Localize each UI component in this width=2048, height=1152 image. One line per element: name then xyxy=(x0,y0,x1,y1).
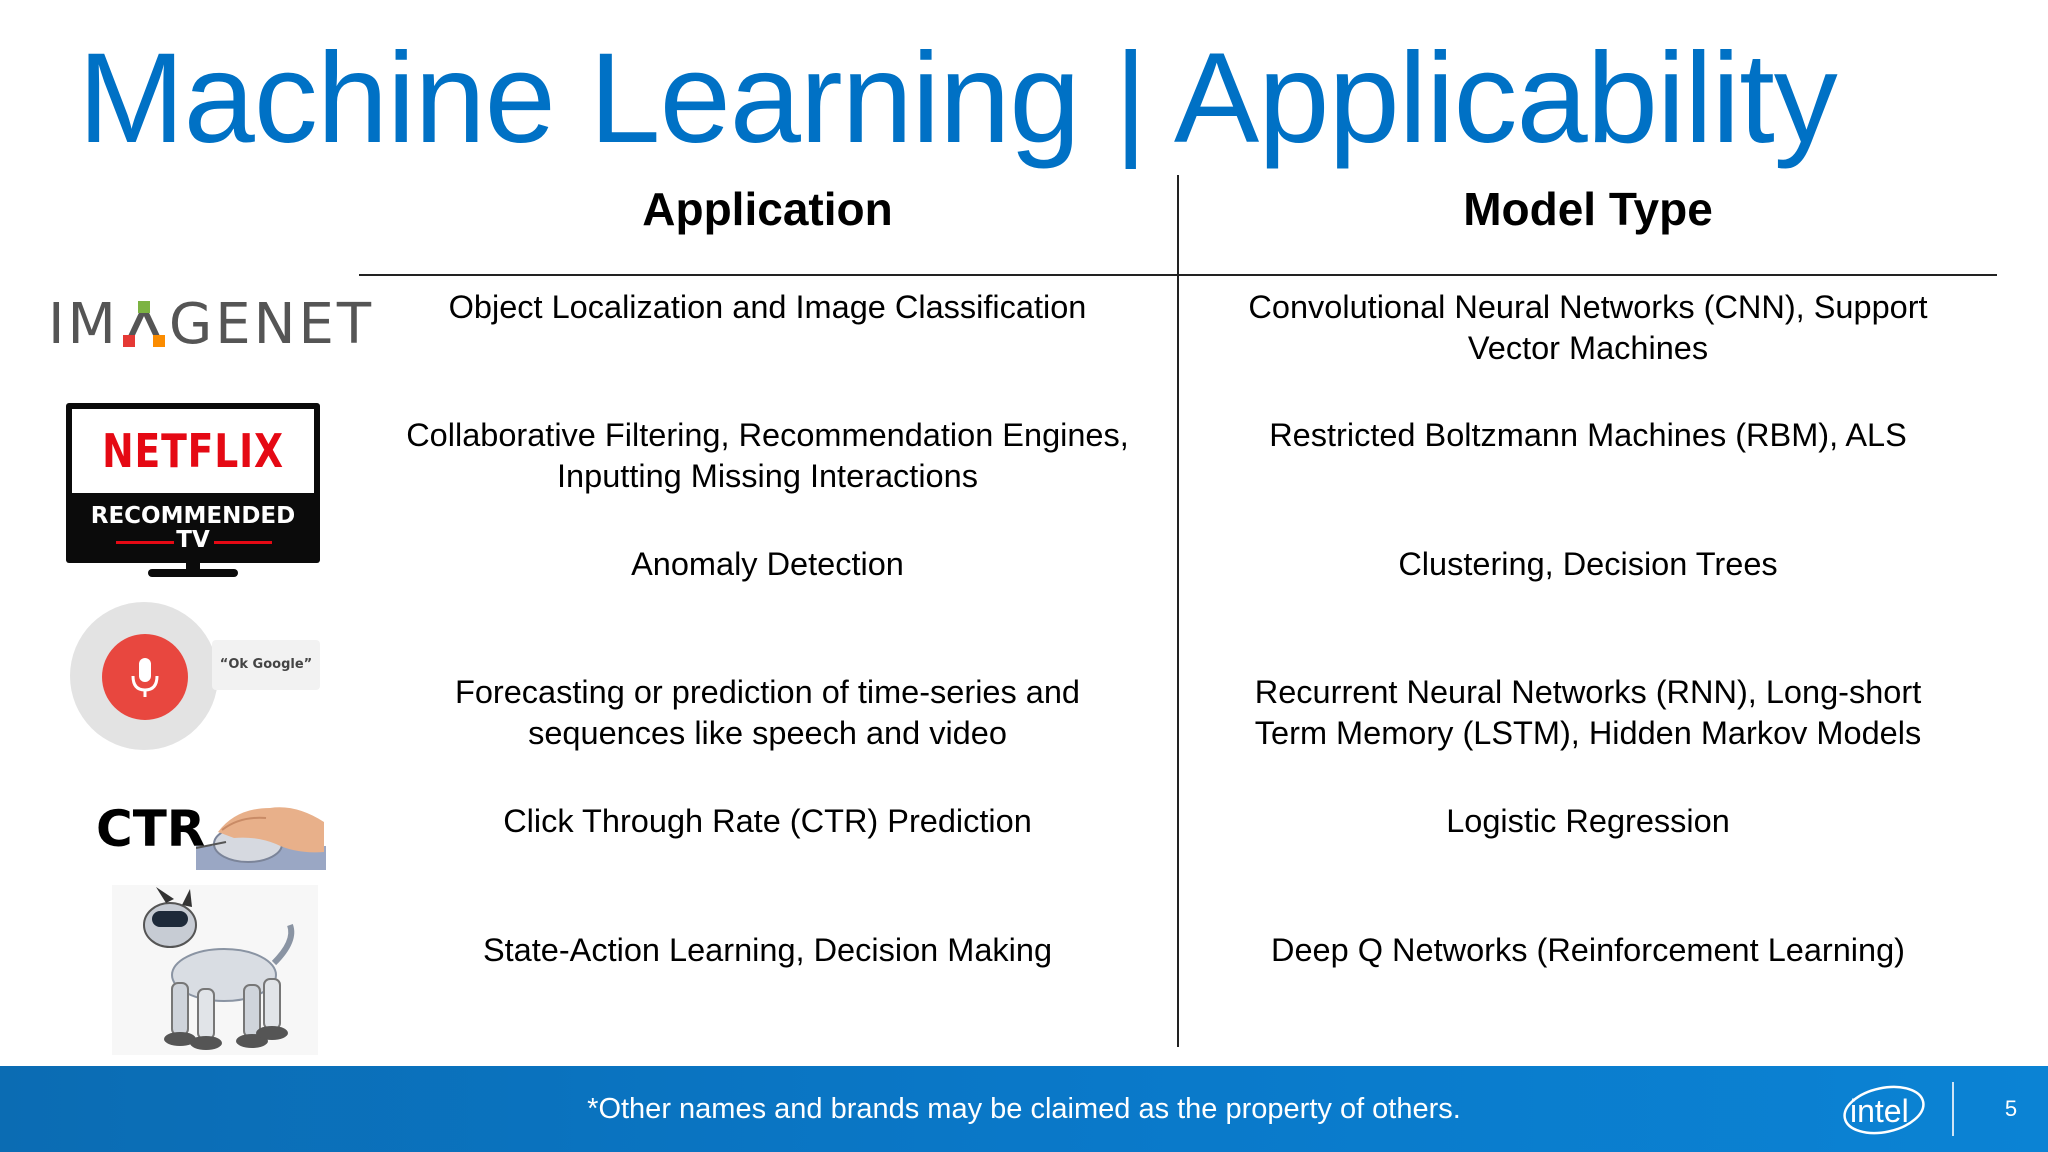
footer-bar: *Other names and brands may be claimed a… xyxy=(0,1066,2048,1152)
row-6-model: Deep Q Networks (Reinforcement Learning) xyxy=(1270,932,1906,968)
row-3-application: Anomaly Detection xyxy=(631,546,904,582)
row-5-model: Logistic Regression xyxy=(1446,803,1730,839)
netflix-wordmark: NETFLIX xyxy=(102,424,284,478)
row-4-model: Recurrent Neural Networks (RNN), Long-sh… xyxy=(1254,674,1922,751)
robot-dog-icon xyxy=(112,885,318,1055)
tv-stand xyxy=(148,569,238,577)
slide-title: Machine Learning | Applicability xyxy=(78,27,1838,170)
column-divider xyxy=(1177,175,1179,1047)
row-3-model: Clustering, Decision Trees xyxy=(1398,546,1778,582)
ok-google-graphic: “Ok Google” xyxy=(62,598,324,758)
imagenet-logo-left: IM xyxy=(48,292,119,357)
ctr-text: CTR xyxy=(96,800,206,858)
row-1-application: Object Localization and Image Classifica… xyxy=(448,289,1087,325)
intel-logo-text: intel xyxy=(1850,1093,1909,1129)
hand-mouse-icon xyxy=(196,807,326,870)
imagenet-logo: IM GENET xyxy=(48,290,378,360)
page-number: 5 xyxy=(2004,1096,2018,1121)
row-1-model: Convolutional Neural Networks (CNN), Sup… xyxy=(1248,289,1928,366)
footer-separator xyxy=(1952,1082,1954,1136)
tv-screen: NETFLIX RECOMMENDED TV xyxy=(66,403,320,563)
row-5-application: Click Through Rate (CTR) Prediction xyxy=(503,803,1032,839)
row-6-application: State-Action Learning, Decision Making xyxy=(482,932,1053,968)
imagenet-a-icon xyxy=(122,301,165,347)
netflix-recommended-text: RECOMMENDED xyxy=(90,503,296,529)
intel-logo: intel xyxy=(1840,1080,1930,1140)
header-rule xyxy=(359,274,1997,276)
ok-google-bubble: “Ok Google” xyxy=(212,640,320,690)
footer-disclaimer: *Other names and brands may be claimed a… xyxy=(587,1093,1461,1125)
netflix-tv-text: TV xyxy=(176,527,210,553)
microphone-icon xyxy=(102,634,188,720)
ctr-graphic: CTR xyxy=(96,792,326,870)
row-2-model: Restricted Boltzmann Machines (RBM), ALS xyxy=(1269,417,1907,453)
header-application: Application xyxy=(642,183,893,235)
imagenet-logo-right: GENET xyxy=(168,292,375,357)
row-4-application: Forecasting or prediction of time-series… xyxy=(454,674,1080,751)
row-2-application: Collaborative Filtering, Recommendation … xyxy=(406,417,1129,494)
netflix-recommended-logo: NETFLIX RECOMMENDED TV xyxy=(66,403,320,577)
header-model-type: Model Type xyxy=(1463,183,1713,235)
